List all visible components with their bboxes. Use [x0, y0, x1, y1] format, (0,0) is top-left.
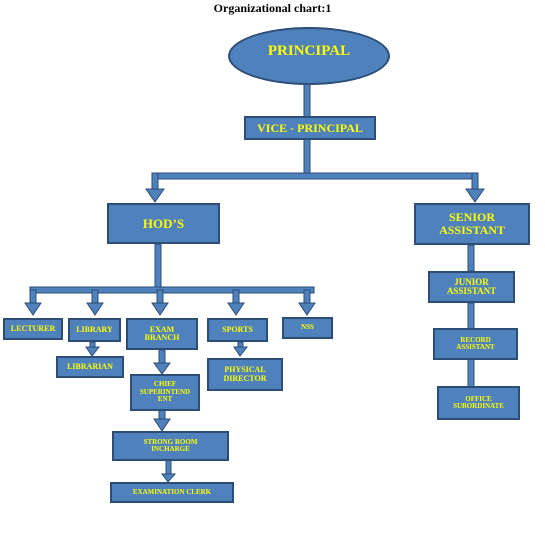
node-junior-assistant-label: JUNIOR ASSISTANT: [446, 276, 497, 296]
node-record-assistant-label: RECORD ASSISTANT: [456, 335, 495, 351]
node-vice-principal: VICE - PRINCIPAL: [244, 116, 376, 140]
node-exam-branch: EXAM BRANCH: [126, 318, 198, 350]
arrow-to-exam: [151, 302, 169, 316]
connector-senior-junior: [467, 244, 475, 272]
node-office-subordinate-label: OFFICE SUBORDINATE: [453, 394, 504, 410]
node-senior-assistant-label: SENIOR ASSISTANT: [439, 210, 505, 237]
node-strong-room-incharge: STRONG ROOM INCHARGE: [112, 431, 229, 461]
node-nss-label: NSS: [301, 323, 314, 332]
arrow-to-sports: [227, 302, 245, 316]
connector-record-office: [467, 358, 475, 388]
node-record-assistant: RECORD ASSISTANT: [433, 328, 518, 360]
arrow-to-hods: [145, 188, 165, 203]
node-physical-director: PHYSICAL DIRECTOR: [207, 358, 283, 391]
arrow-to-chief: [153, 362, 171, 375]
node-hods: HOD’S: [107, 203, 220, 244]
connector-to-exam: [156, 289, 164, 305]
arrow-to-librarian: [85, 346, 101, 357]
node-office-subordinate: OFFICE SUBORDINATE: [437, 386, 520, 420]
node-library: LIBRARY: [68, 318, 121, 342]
node-strong-room-incharge-label: STRONG ROOM INCHARGE: [143, 437, 198, 453]
connector-hods-branch: [29, 286, 315, 294]
connector-exam-chief: [158, 349, 166, 365]
chart-title: Organizational chart:1: [213, 1, 332, 15]
connector-to-nss: [303, 289, 311, 305]
node-library-label: LIBRARY: [76, 324, 113, 334]
node-junior-assistant: JUNIOR ASSISTANT: [428, 271, 515, 303]
arrow-to-strongroom: [153, 418, 171, 432]
connector-to-lecturer: [29, 289, 37, 305]
node-chief-superintendent: CHIEF SUPERINTEND ENT: [130, 374, 200, 411]
connector-to-library: [91, 289, 99, 305]
connector-strongroom-clerk: [165, 459, 172, 476]
arrow-to-clerk: [161, 473, 177, 483]
node-nss: NSS: [282, 317, 333, 339]
connector-vp-down: [303, 137, 311, 175]
node-senior-assistant: SENIOR ASSISTANT: [414, 203, 530, 245]
connector-to-sports: [232, 289, 240, 305]
node-librarian: LIBRARIAN: [56, 356, 124, 378]
node-examination-clerk: EXAMINATION CLERK: [110, 482, 234, 503]
node-physical-director-label: PHYSICAL DIRECTOR: [223, 365, 267, 383]
arrow-to-pd: [233, 346, 249, 357]
arrow-to-senior: [465, 188, 485, 203]
node-principal: PRINCIPAL: [228, 27, 390, 85]
arrow-to-lecturer: [24, 302, 42, 316]
node-chief-superintendent-label: CHIEF SUPERINTEND ENT: [139, 380, 191, 404]
node-exam-branch-label: EXAM BRANCH: [144, 324, 180, 342]
node-sports: SPORTS: [207, 318, 268, 342]
node-vice-principal-label: VICE - PRINCIPAL: [257, 120, 363, 135]
connector-vp-branch: [151, 172, 479, 180]
connector-junior-record: [467, 302, 475, 330]
node-principal-label: PRINCIPAL: [267, 43, 351, 59]
connector-hods-down: [154, 243, 162, 289]
node-hods-label: HOD’S: [142, 215, 185, 231]
connector-to-senior: [471, 172, 479, 191]
arrow-to-nss: [298, 302, 316, 316]
node-lecturer-label: LECTURER: [10, 323, 56, 333]
node-librarian-label: LIBRARIAN: [67, 361, 113, 371]
connector-to-hods: [151, 172, 159, 191]
node-lecturer: LECTURER: [3, 318, 63, 340]
connector-principal-vp: [303, 81, 311, 119]
node-examination-clerk-label: EXAMINATION CLERK: [132, 487, 212, 496]
arrow-to-library: [86, 302, 104, 316]
node-sports-label: SPORTS: [222, 324, 253, 334]
